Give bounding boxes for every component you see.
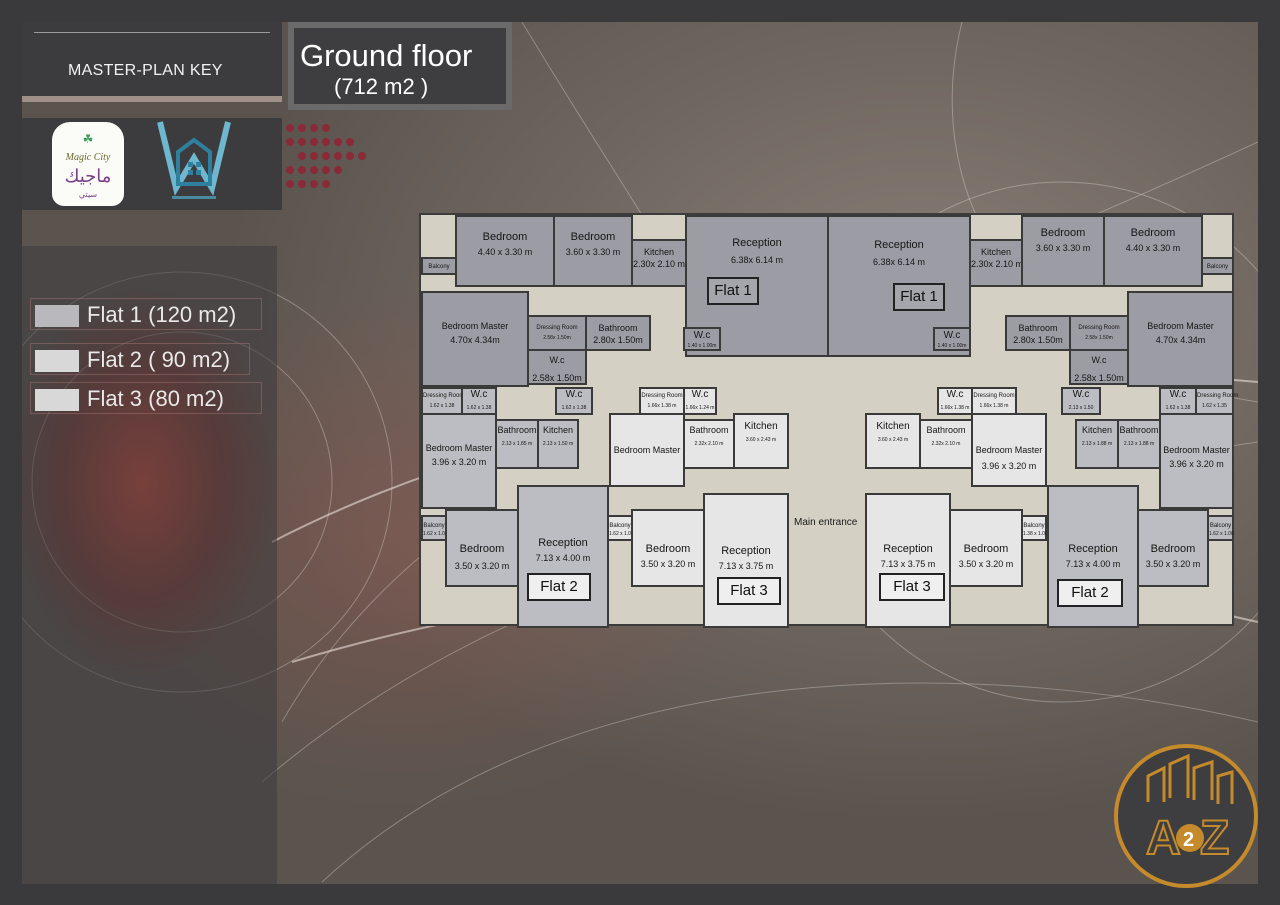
room-reception: Reception 7.13 x 4.00 m [517,485,609,628]
legend-label-flat-2: Flat 2 ( 90 m2) [87,347,231,372]
room-dressing: Dressing Room 2.58x 1.50m [527,315,587,351]
room-bedroom: Bedroom 3.50 x 3.20 m [1137,509,1209,587]
decorative-dots [286,124,366,188]
legend-swatch-flat-3 [35,389,79,411]
room-balcony: Balcony 1.38 x 1.00 [1021,515,1048,541]
magic-city-logo-ar: ماجيك [64,166,112,187]
room-wc: W.c 2.58x 1.50m [527,349,587,385]
room-bedroom: Bedroom 3.60 x 3.30 m [553,215,633,287]
magic-city-logo-ar-sub: سيتي [78,190,98,199]
room-dressing: Dressing Room 1.62 x 1.35 [1195,387,1238,415]
palm-tree-icon: ☘ [82,132,94,146]
room-bathroom: Bathroom 2.80x 1.50m [585,315,651,351]
room-kitchen: Kitchen 2.30x 2.10 m [631,239,687,287]
magic-city-logo: ☘ Magic City ماجيك سيتي [52,122,124,206]
flat-tag: Flat 1 [707,277,759,305]
room-bathroom: Bathroom 2.80x 1.50m [1005,315,1071,351]
room-balcony: Balcony 1.62 x 1.00 [1207,515,1234,541]
legend-flat-1: Flat 1 (120 m2) [30,298,262,330]
room-bedroom: Bedroom 3.50 x 3.20 m [631,509,705,587]
room-bedroom-master: Bedroom Master 3.96 x 3.20 m [421,413,497,509]
room-balcony: Balcony 1.62 x 1.00 [607,515,634,541]
room-wc: W.c 1.62 x 1.38 [461,387,497,415]
floor-title-inner [294,28,506,104]
floor-title-box: Ground floor (712 m2 ) [288,22,512,110]
room-wc: W.c 1.66x 1.24 m [683,387,717,415]
main-entrance-label: Main entrance [794,517,858,528]
room-wc: W.c 1.62 x 1.38 [1159,387,1197,415]
room-balcony: Balcony 1.62 x 1.00 [421,515,448,541]
room-bedroom-master: Bedroom Master 4.70x 4.34m [1127,291,1234,387]
room-wc: W.c 2.13 x 1.50 [1061,387,1101,415]
legend-flat-2: Flat 2 ( 90 m2) [30,343,250,375]
legend-panel: Flat 1 (120 m2) Flat 2 ( 90 m2) Flat 3 (… [22,246,277,884]
master-plan-key-label: MASTER-PLAN KEY [68,62,223,79]
room-dressing: Dressing Room 1.66x 1.38 m [971,387,1017,415]
a2z-logo: A Z 2 [1114,744,1258,888]
legend-swatch-flat-1 [35,305,79,327]
room-wc: W.c 1.40 x 1.00m [683,327,721,351]
legend-swatch-flat-2 [35,350,79,372]
floor-area: (712 m2 ) [334,74,429,99]
room-reception: Reception 7.13 x 3.75 m [703,493,789,628]
legend-flat-3: Flat 3 (80 m2) [30,382,262,414]
room-bedroom-master: Bedroom Master 3.96 x 3.20 m [1159,413,1234,509]
room-dressing: Dressing Room 1.62 x 1.38 [421,387,464,415]
room-bathroom: Bathroom 2.32x 2.10 m [919,419,973,469]
magic-city-logo-en: Magic City [65,152,111,163]
flat-tag: Flat 3 [717,577,781,605]
ground-floor-plan: Main entrance Bedroom 4.40 x 3.30 m Bedr… [419,213,1238,628]
room-reception: Reception 7.13 x 3.75 m [865,493,951,628]
a2z-logo-z: Z [1200,812,1229,865]
key-header-rule [34,32,270,33]
room-bedroom: Bedroom 3.50 x 3.20 m [445,509,519,587]
room-wc: W.c 2.58x 1.50m [1069,349,1129,385]
logo-panel: ☘ Magic City ماجيك سيتي [22,118,282,210]
room-bathroom: Bathroom 2.13 x 1.85 m [495,419,539,469]
room-wc: W.c 1.40 x 1.00m [933,327,971,351]
flat-tag: Flat 2 [527,573,591,601]
flat-tag: Flat 2 [1057,579,1123,607]
room-bathroom: Bathroom 2.13 x 1.88 m [1117,419,1161,469]
room-bathroom: Bathroom 2.32x 2.10 m [683,419,735,469]
flat-tag: Flat 1 [893,283,945,311]
legend-label-flat-3: Flat 3 (80 m2) [87,386,224,411]
key-header-accent-bar [22,96,282,102]
room-kitchen: Kitchen 2.13 x 1.50 m [537,419,579,469]
room-wc: W.c 1.66x 1.38 m [937,387,973,415]
room-bedroom-master: Bedroom Master 3.96 x 3.20 m [971,413,1047,487]
room-bedroom: Bedroom 3.60 x 3.30 m [1021,215,1105,287]
developer-house-logo [157,121,231,199]
a2z-logo-a: A [1146,812,1181,865]
room-bedroom: Bedroom 4.40 x 3.30 m [455,215,555,287]
room-kitchen: Kitchen 2.13 x 1.88 m [1075,419,1119,469]
room-dressing: Dressing Room 1.66x 1.38 m [639,387,685,415]
room-bedroom-master: Bedroom Master [609,413,685,487]
floor-title: Ground floor [300,38,473,73]
room-bedroom-master: Bedroom Master 4.70x 4.34m [421,291,529,387]
room-bedroom: Bedroom 3.50 x 3.20 m [949,509,1023,587]
room-wc: W.c 1.62 x 1.38 [555,387,593,415]
room-kitchen: Kitchen 3.60 x 2.43 m [865,413,921,469]
room-dressing: Dressing Room 2.58x 1.50m [1069,315,1129,351]
room-balcony: Balcony [421,257,457,275]
legend-label-flat-1: Flat 1 (120 m2) [87,302,237,327]
room-bedroom: Bedroom 4.40 x 3.30 m [1103,215,1203,287]
room-kitchen: Kitchen 2.30x 2.10 m [969,239,1023,287]
room-kitchen: Kitchen 3.60 x 2.43 m [733,413,789,469]
flat-tag: Flat 3 [879,573,945,601]
master-plan-key-header: MASTER-PLAN KEY [22,22,282,102]
room-balcony: Balcony [1201,257,1234,275]
a2z-logo-number: 2 [1183,829,1194,851]
